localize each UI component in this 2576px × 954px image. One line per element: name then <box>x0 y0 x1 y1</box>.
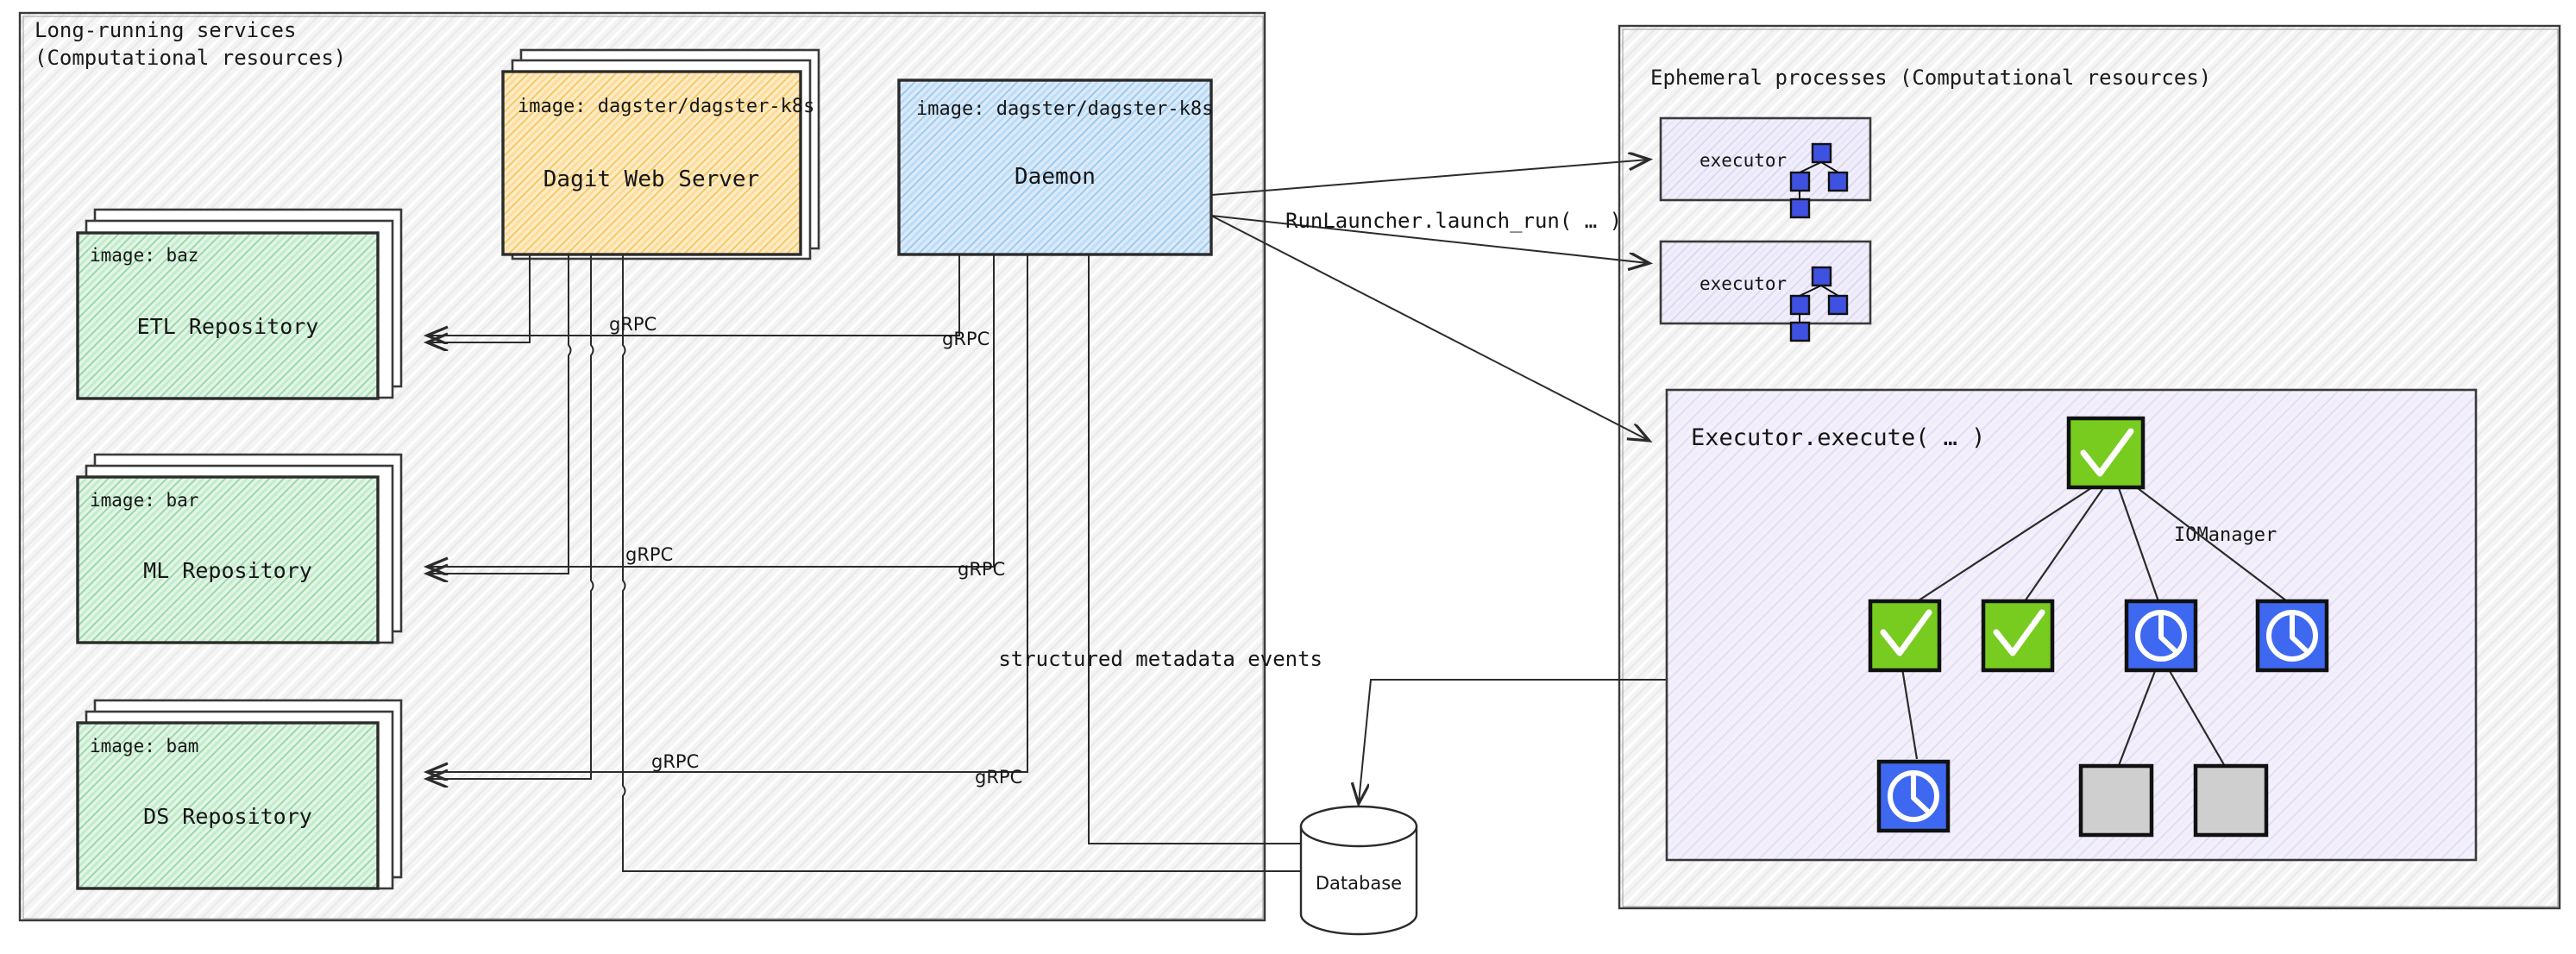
check-icon <box>1880 609 1932 656</box>
edges-grpc <box>429 254 1329 871</box>
execute-panel-label: Executor.execute( … ) <box>1691 424 1985 451</box>
grpc-labels: gRPC gRPC gRPC gRPC gRPC gRPC <box>609 314 1022 788</box>
daemon-name-label: Daemon <box>1015 164 1096 190</box>
repository-ds[interactable]: image: bam DS Repository <box>76 699 403 890</box>
grpc-label-5: gRPC <box>958 559 1005 580</box>
service-daemon[interactable]: image: dagster/dagster-k8s Daemon <box>897 78 1213 256</box>
grpc-label-1: gRPC <box>609 314 657 335</box>
run-graph-edges <box>1901 482 2291 769</box>
check-icon <box>2080 428 2134 477</box>
panel-long-running-title-line1: Long-running services <box>35 18 296 42</box>
node-n5[interactable] <box>1876 759 1951 833</box>
node-n2[interactable] <box>1981 599 2055 673</box>
run-graph-nodes <box>1868 416 2329 838</box>
node-n6[interactable] <box>2078 763 2154 838</box>
check-icon <box>1993 609 2045 656</box>
panel-long-running-title-line2: (Computational resources) <box>35 46 346 70</box>
executor-box-1[interactable]: executor <box>1659 116 1872 219</box>
clock-icon <box>2266 610 2318 662</box>
grpc-label-4: gRPC <box>942 329 990 349</box>
service-dagit-web-server[interactable]: image: dagster/dagster-k8s Dagit Web Ser… <box>501 48 820 260</box>
node-n1[interactable] <box>1868 599 1942 673</box>
clock-icon <box>2135 610 2187 662</box>
node-n3[interactable] <box>2124 599 2198 673</box>
executor-2-label: executor <box>1700 273 1787 294</box>
structured-metadata-label: structured metadata events <box>998 647 1323 671</box>
node-n7[interactable] <box>2193 763 2269 838</box>
database-cylinder[interactable]: Database <box>1299 805 1418 936</box>
daemon-image-label: image: dagster/dagster-k8s <box>916 98 1213 120</box>
executor-1-label: executor <box>1700 150 1787 171</box>
etl-image-label: image: baz <box>90 245 198 266</box>
ds-image-label: image: bam <box>90 736 198 756</box>
edge-structured-metadata <box>1359 679 1667 802</box>
clock-icon <box>1888 770 1939 822</box>
dagit-name-label: Dagit Web Server <box>543 166 759 192</box>
run-launcher-label: RunLauncher.launch_run( … ) <box>1285 209 1622 233</box>
panel-ephemeral-title: Ephemeral processes (Computational resou… <box>1650 66 2211 90</box>
repository-etl[interactable]: image: baz ETL Repository <box>76 208 403 400</box>
database-label: Database <box>1316 873 1402 894</box>
grpc-label-2: gRPC <box>625 544 673 565</box>
grpc-label-3: gRPC <box>651 751 699 772</box>
executor-box-2[interactable]: executor <box>1659 240 1872 342</box>
node-n4[interactable] <box>2255 599 2329 673</box>
grpc-label-6: gRPC <box>975 767 1022 788</box>
dag-icon <box>1789 266 1849 342</box>
etl-name-label: ETL Repository <box>137 314 319 339</box>
dagit-image-label: image: dagster/dagster-k8s <box>518 96 814 117</box>
edges-run-launcher <box>1210 160 1648 440</box>
repository-ml[interactable]: image: bar ML Repository <box>76 453 403 644</box>
dag-icon <box>1789 142 1849 219</box>
ml-name-label: ML Repository <box>143 558 312 583</box>
node-n0[interactable] <box>2066 416 2146 490</box>
ds-name-label: DS Repository <box>143 804 312 829</box>
ml-image-label: image: bar <box>90 490 198 511</box>
